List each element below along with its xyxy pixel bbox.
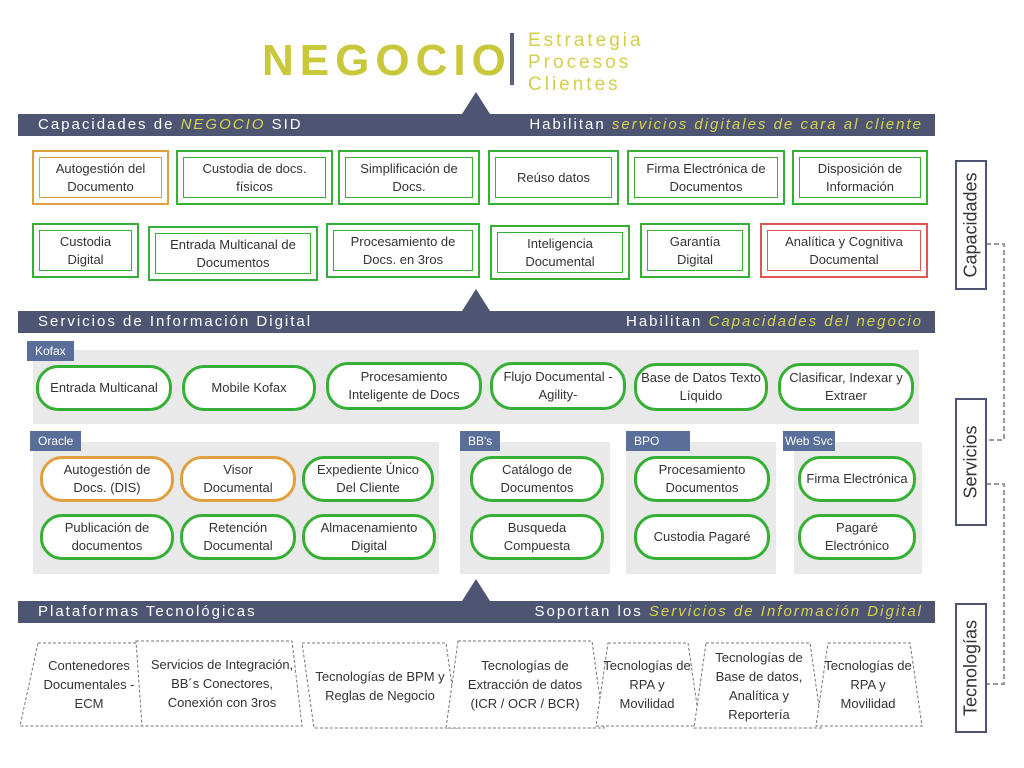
technology-trapezoid — [301, 642, 459, 729]
group-tag-kofax: Kofax — [27, 341, 74, 361]
banner-plataformas-right: Soportan los Servicios de Información Di… — [534, 603, 923, 620]
technology-trapezoid — [595, 642, 701, 727]
arrow-up-icon — [462, 289, 490, 311]
service-pill: Procesamiento Documentos — [634, 456, 770, 502]
service-pill: Procesamiento Inteligente de Docs — [326, 362, 482, 410]
technology-label: Tecnologías de RPA y Movilidad — [824, 658, 912, 711]
banner-servicios-left: Servicios de Información Digital — [38, 313, 313, 330]
capability-box: Disposición de Información — [792, 150, 928, 205]
service-pill: Autogestión de Docs. (DIS) — [40, 456, 174, 502]
capability-box: Custodia de docs. físicos — [176, 150, 333, 205]
page-title: NEGOCIO — [262, 36, 512, 85]
technology-label: Tecnologías de Extracción de datos (ICR … — [467, 658, 583, 711]
service-pill: Custodia Pagaré — [634, 514, 770, 560]
service-pill: Clasificar, Indexar y Extraer — [778, 363, 914, 411]
service-pill: Flujo Documental -Agility- — [490, 362, 626, 410]
group-tag-websvc: Web Svc — [783, 431, 835, 451]
title-divider — [510, 33, 514, 85]
technology-label: Servicios de Integración, BB´s Conectore… — [150, 657, 294, 710]
technology-trapezoid — [693, 642, 823, 729]
capability-box: Inteligencia Documental — [490, 225, 630, 280]
subtitle-procesos: Procesos — [528, 52, 632, 73]
subtitle-estrategia: Estrategia — [528, 30, 644, 51]
banner-capacidades: Capacidades de NEGOCIO SID Habilitan ser… — [18, 114, 935, 136]
banner-plataformas-left: Plataformas Tecnológicas — [38, 603, 257, 620]
service-pill: Base de Datos Texto Líquido — [634, 363, 768, 411]
group-tag-bpo: BPO — [626, 431, 690, 451]
technology-trapezoid — [445, 640, 605, 729]
capability-box: Procesamiento de Docs. en 3ros — [326, 223, 480, 278]
capability-box: Autogestión del Documento — [32, 150, 169, 205]
side-label-tecnologias: Tecnologías — [955, 603, 987, 733]
capability-box: Garantía Digital — [640, 223, 750, 278]
technology-trapezoid — [815, 642, 923, 727]
banner-servicios: Servicios de Información Digital Habilit… — [18, 311, 935, 333]
banner-plataformas: Plataformas Tecnológicas Soportan los Se… — [18, 601, 935, 623]
banner-capacidades-left: Capacidades de NEGOCIO SID — [38, 116, 303, 133]
technology-label: Contenedores Documentales - ECM — [43, 658, 135, 711]
capability-box: Simplificación de Docs. — [338, 150, 480, 205]
group-tag-bbs: BB's — [460, 431, 501, 451]
arrow-up-icon — [462, 92, 490, 114]
service-pill: Catálogo de Documentos — [470, 456, 604, 502]
technology-label: Tecnologías de RPA y Movilidad — [603, 658, 691, 711]
side-label-servicios: Servicios — [955, 398, 987, 526]
service-pill: Visor Documental — [180, 456, 296, 502]
capability-box: Firma Electrónica de Documentos — [627, 150, 785, 205]
capability-box: Reúso datos — [488, 150, 619, 205]
group-tag-oracle: Oracle — [30, 431, 82, 451]
service-pill: Pagaré Electrónico — [798, 514, 916, 560]
banner-capacidades-right: Habilitan servicios digitales de cara al… — [529, 116, 923, 133]
banner-servicios-right: Habilitan Capacidades del negocio — [625, 313, 923, 330]
service-pill: Retención Documental — [180, 514, 296, 560]
service-pill: Expediente Único Del Cliente — [302, 456, 434, 502]
technology-trapezoid — [135, 640, 303, 727]
service-pill: Publicación de documentos — [40, 514, 174, 560]
technology-label: Tecnologías de Base de datos, Analítica … — [715, 649, 803, 722]
capability-box: Custodia Digital — [32, 223, 139, 278]
service-pill: Busqueda Compuesta — [470, 514, 604, 560]
connector-lines — [986, 243, 1005, 685]
capability-box: Entrada Multicanal de Documentos — [148, 226, 318, 281]
service-pill: Firma Electrónica — [798, 456, 916, 502]
technology-label: Tecnologías de BPM y Reglas de Negocio — [315, 668, 445, 703]
service-pill: Mobile Kofax — [182, 365, 316, 411]
side-label-capacidades: Capacidades — [955, 160, 987, 290]
service-pill: Entrada Multicanal — [36, 365, 172, 411]
subtitle-clientes: Clientes — [528, 74, 621, 95]
arrow-up-icon — [462, 579, 490, 601]
capability-box: Analítica y Cognitiva Documental — [760, 223, 928, 278]
service-pill: Almacenamiento Digital — [302, 514, 436, 560]
